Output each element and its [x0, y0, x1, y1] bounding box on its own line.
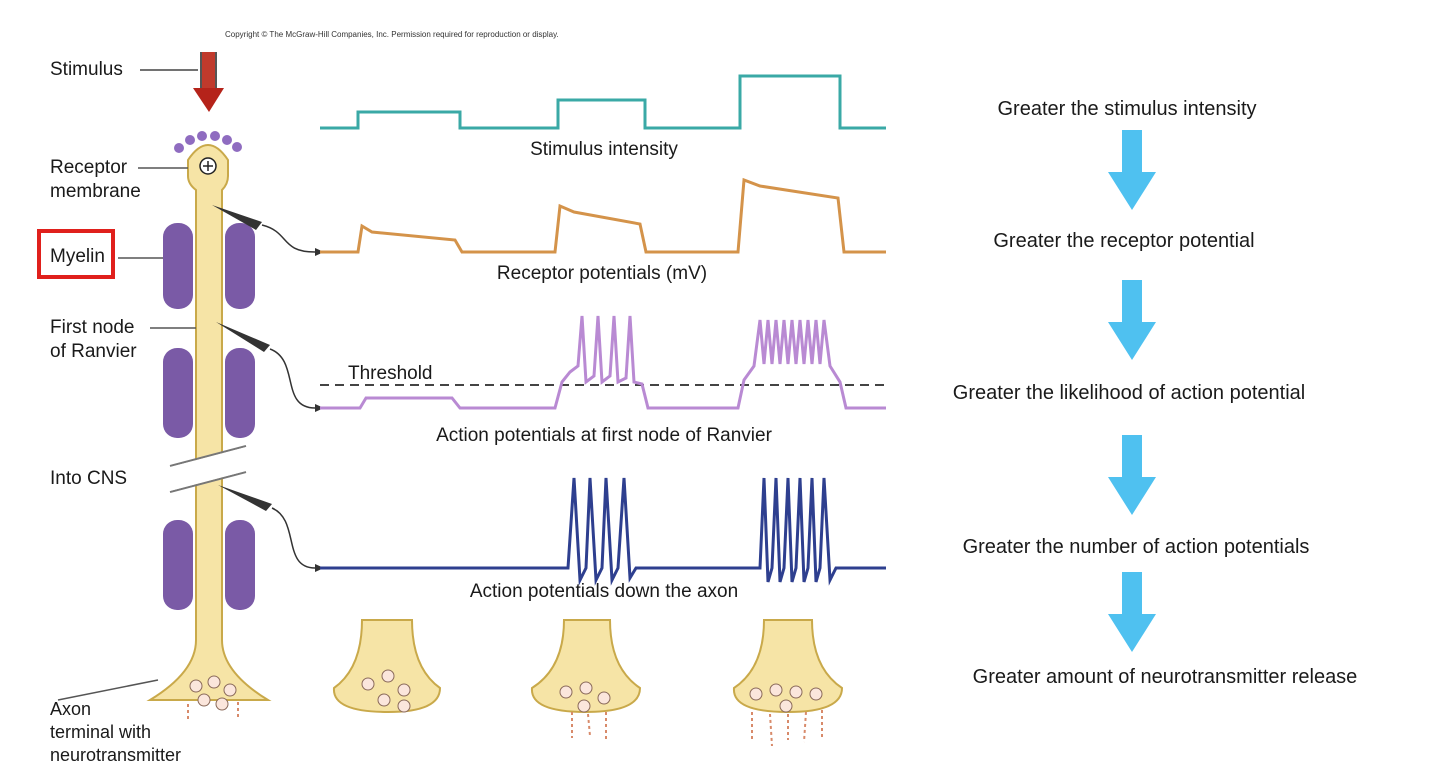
label-myelin: Myelin — [50, 246, 105, 267]
flow-step-1: Greater the stimulus intensity — [997, 98, 1257, 120]
label-leaders — [57, 167, 196, 701]
axon-action-potential-trace — [320, 477, 886, 586]
caption-threshold: Threshold — [348, 363, 433, 384]
node-action-potential-trace — [320, 315, 886, 410]
plus-charge-icon — [199, 157, 217, 175]
label-first-node-of-ranvier: First node of Ranvier — [50, 317, 137, 362]
label-receptor-membrane: Receptor membrane — [50, 157, 141, 202]
flow-down-arrow-icon — [1108, 280, 1156, 360]
myelin-highlight-box — [37, 229, 115, 279]
caption-action-potentials-node: Action potentials at first node of Ranvi… — [436, 425, 772, 446]
label-stimulus: Stimulus — [50, 59, 123, 80]
caption-action-potentials-axon: Action potentials down the axon — [469, 581, 739, 602]
flow-step-2: Greater the receptor potential — [993, 230, 1255, 252]
flow-step-5: Greater amount of neurotransmitter relea… — [972, 666, 1358, 688]
caption-receptor-potentials: Receptor potentials (mV) — [496, 263, 708, 284]
flow-down-arrow-icon — [1108, 572, 1156, 652]
terminal-main — [187, 675, 239, 720]
copyright-notice: Copyright © The McGraw-Hill Companies, I… — [225, 30, 559, 39]
label-into-cns: Into CNS — [50, 468, 128, 489]
receptor-dots — [174, 131, 242, 153]
label-axon-terminal: Axon terminal with neurotransmitter — [50, 699, 182, 765]
flow-step-3: Greater the likelihood of action potenti… — [952, 382, 1306, 404]
flow-down-arrow-icon — [1108, 130, 1156, 210]
flow-down-arrow-icon — [1108, 435, 1156, 515]
terminal-2 — [530, 619, 642, 740]
flow-step-4: Greater the number of action potentials — [962, 536, 1310, 558]
caption-stimulus-intensity: Stimulus intensity — [530, 139, 678, 160]
terminal-1 — [332, 619, 442, 714]
myelin-sheaths — [163, 223, 255, 610]
axon-body — [146, 144, 272, 701]
stimulus-arrow-icon — [140, 52, 224, 112]
terminal-3 — [732, 619, 844, 747]
stimulus-intensity-trace — [320, 74, 886, 130]
electrode-icons — [212, 205, 324, 572]
receptor-potential-trace — [320, 177, 886, 254]
